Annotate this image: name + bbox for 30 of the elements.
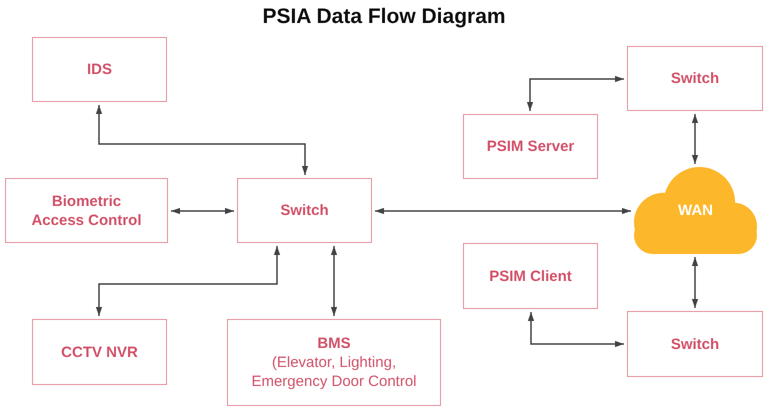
- double-arrow: [96, 105, 308, 175]
- device-box: [32, 319, 167, 385]
- double-arrow: [375, 208, 631, 214]
- box-label: Biometric Access Control: [30, 192, 143, 230]
- device-box: [5, 178, 168, 243]
- device-box: [627, 311, 763, 377]
- box-label: IDS: [86, 60, 112, 79]
- device-box: [32, 37, 167, 102]
- double-arrow: [171, 208, 234, 214]
- box-label: CCTV NVR: [61, 342, 138, 362]
- device-box: [463, 114, 598, 179]
- cloud-label: WAN: [678, 201, 713, 220]
- double-arrow: [692, 257, 698, 308]
- device-box: [463, 243, 598, 309]
- box-label: Switch: [670, 69, 720, 88]
- double-arrow: [692, 114, 698, 164]
- device-box: [627, 46, 763, 111]
- diagram-title: PSIA Data Flow Diagram: [262, 5, 506, 28]
- box-description: (Elevator, Lighting, Emergency Door Control: [250, 353, 418, 391]
- box-label: BMS: [317, 334, 351, 353]
- box-label: PSIM Server: [486, 137, 574, 156]
- double-arrow: [526, 76, 624, 111]
- double-arrow: [330, 246, 338, 316]
- device-box: [227, 319, 441, 406]
- double-arrow: [96, 246, 280, 316]
- double-arrow: [528, 312, 624, 348]
- box-label: Switch: [280, 201, 329, 220]
- device-box: [237, 178, 372, 243]
- box-label: Switch: [670, 334, 720, 354]
- box-label: PSIM Client: [489, 266, 572, 286]
